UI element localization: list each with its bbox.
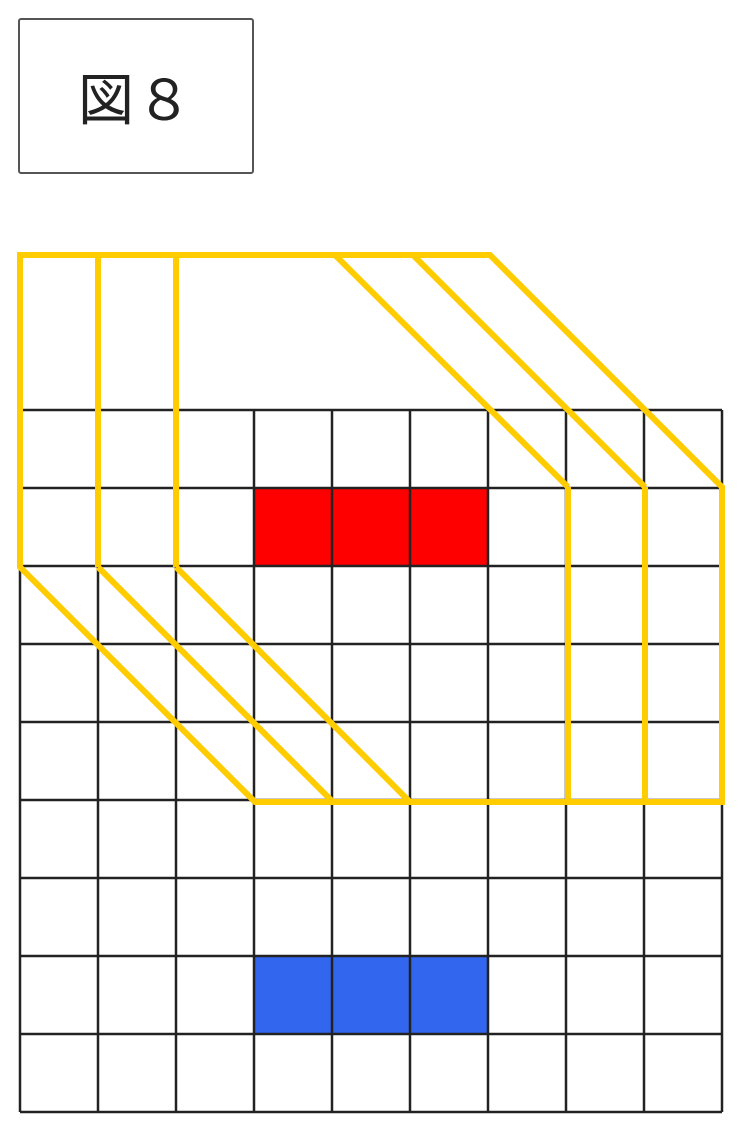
yellow-upper-diagonal-2 [410,252,648,490]
yellow-upper-diagonal-1 [332,252,571,490]
red-cell-1 [254,488,332,566]
yellow-lower-diagonal-2 [173,564,413,805]
yellow-translation-outlines [17,252,725,805]
figure-label: 図８ [78,68,194,134]
blue-cell-3 [410,956,488,1034]
yellow-outline-boundary [17,252,725,805]
yellow-lower-diagonal-1 [95,564,336,805]
colored-cells [254,488,488,1034]
blue-cell-1 [254,956,332,1034]
blue-cell-2 [332,956,410,1034]
red-cell-2 [332,488,410,566]
red-cell-3 [410,488,488,566]
figure-label-box: 図８ [18,18,254,174]
